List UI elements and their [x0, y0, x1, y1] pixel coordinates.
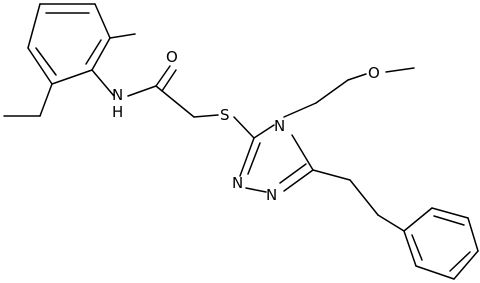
atom-label-o-methoxy: O [368, 64, 380, 82]
bond-ch2-s [193, 114, 219, 118]
bond-co-o-b [161, 69, 177, 92]
bond-co-ch2 [155, 85, 195, 118]
bond-ch2-ch2 [315, 79, 349, 104]
bond-ph2 [431, 207, 469, 219]
bond-ch2-ph [377, 214, 405, 232]
bond-c5-ch2 [312, 169, 351, 181]
bond-s-c3 [233, 116, 255, 139]
bond-c5-n1-a [283, 169, 314, 192]
atom-label-n-amide: N [112, 86, 123, 104]
atom-label-h-amide: H [112, 103, 123, 121]
bond-ar5 [27, 47, 53, 85]
bond-ph1 [403, 207, 433, 232]
bond-ar6 [27, 3, 41, 49]
bond-n2-c3-a [239, 137, 255, 177]
bond-c5-n1-b [279, 163, 307, 184]
atom-label-s: S [220, 106, 230, 124]
bond-n2-c3-b [247, 142, 261, 175]
bond-ph-inner2 [449, 251, 471, 272]
bond-n-co [127, 85, 157, 97]
bond-ar2 [94, 3, 111, 39]
atom-label-n4: N [274, 117, 285, 135]
bond-ch2-ch2b [349, 179, 379, 216]
bond-co-o-a [155, 65, 171, 87]
bonds [3, 3, 479, 280]
bond-ar-inner2 [85, 39, 102, 65]
bond-ph5 [415, 265, 455, 280]
bond-ph6 [403, 230, 417, 267]
bond-n4-c5 [291, 134, 314, 171]
bond-ar-n [91, 69, 115, 97]
atom-label-n1: N [266, 186, 277, 204]
bond-ph3 [467, 217, 479, 252]
bond-n4-ch2 [283, 102, 317, 118]
atom-label-o-carbonyl: O [166, 48, 178, 66]
bond-ph-inner1 [433, 215, 465, 226]
bond-n1-n2 [245, 187, 267, 193]
bond-ph4 [453, 250, 479, 280]
bond-methyl [109, 33, 136, 39]
bond-o-ch3 [385, 67, 415, 73]
bond-ethyl1 [39, 83, 53, 117]
bond-ph-inner3 [411, 234, 423, 261]
atom-label-n2: N [232, 174, 243, 192]
bond-ar3 [91, 37, 111, 71]
bond-c3-n4 [253, 124, 275, 139]
bond-ch2-o [347, 73, 367, 81]
bond-ar4 [51, 69, 93, 85]
atom-labels: N H O S N N N O [112, 48, 380, 204]
bond-ar-inner3 [35, 47, 57, 76]
